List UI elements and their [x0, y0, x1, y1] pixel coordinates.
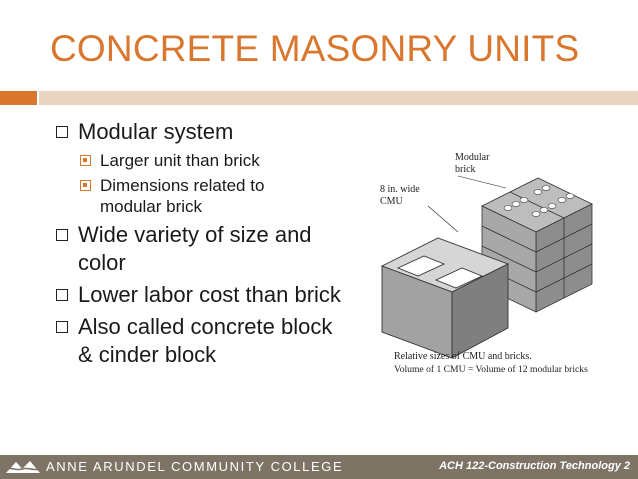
square-bullet-icon: [80, 180, 91, 191]
label-cmu-line1: 8 in. wide: [380, 184, 420, 195]
slide-title: CONCRETE MASONRY UNITS: [50, 28, 580, 69]
college-logo-icon: [6, 461, 40, 473]
label-cmu-line2: CMU: [380, 196, 404, 207]
checkbox-bullet-icon: [56, 126, 68, 138]
footer-course-label: ACH 122-Construction Technology 2: [439, 460, 630, 472]
label-leaders: [427, 175, 507, 233]
title-rule-accent: [0, 91, 37, 105]
bullet-text: Modular system: [78, 119, 234, 144]
subbullet-dimensions: Dimensions related to modular brick: [56, 175, 386, 217]
square-bullet-icon: [80, 155, 91, 166]
subbullet-text-line1: Dimensions related to: [100, 176, 265, 195]
bullet-wide-variety: Wide variety of size and color: [56, 221, 386, 277]
bullet-text-line2: & cinder block: [78, 342, 217, 367]
footer-college-name: ANNE ARUNDEL COMMUNITY COLLEGE: [46, 459, 344, 474]
title-rule-band: [39, 91, 638, 105]
bullet-lower-labor: Lower labor cost than brick: [56, 281, 386, 309]
label-brick-line2: brick: [455, 164, 476, 175]
checkbox-bullet-icon: [56, 289, 68, 301]
bullet-text: Lower labor cost than brick: [78, 282, 341, 307]
subbullet-text: Larger unit than brick: [100, 151, 260, 170]
caption-line2: Volume of 1 CMU = Volume of 12 modular b…: [394, 364, 588, 375]
subbullet-text-line2: modular brick: [100, 197, 203, 216]
bullet-text-line2: color: [78, 250, 126, 275]
bullet-text-line1: Wide variety of size and: [78, 222, 312, 247]
subbullet-larger-unit: Larger unit than brick: [56, 150, 386, 171]
cmu-brick-illustration: Modular brick 8 in. wide CMU Relative si…: [380, 152, 593, 375]
footer-bar: ANNE ARUNDEL COMMUNITY COLLEGE ACH 122-C…: [0, 455, 638, 479]
bullet-text-line1: Also called concrete block: [78, 314, 333, 339]
caption-line1: Relative sizes of CMU and bricks.: [394, 351, 532, 362]
checkbox-bullet-icon: [56, 321, 68, 333]
bullet-list: Modular system Larger unit than brick Di…: [56, 118, 386, 373]
bullet-also-called: Also called concrete block & cinder bloc…: [56, 313, 386, 369]
checkbox-bullet-icon: [56, 229, 68, 241]
cmu-block: [380, 237, 510, 359]
label-brick-line1: Modular: [455, 152, 490, 163]
brick-stack: [481, 177, 593, 313]
bullet-modular-system: Modular system: [56, 118, 386, 146]
